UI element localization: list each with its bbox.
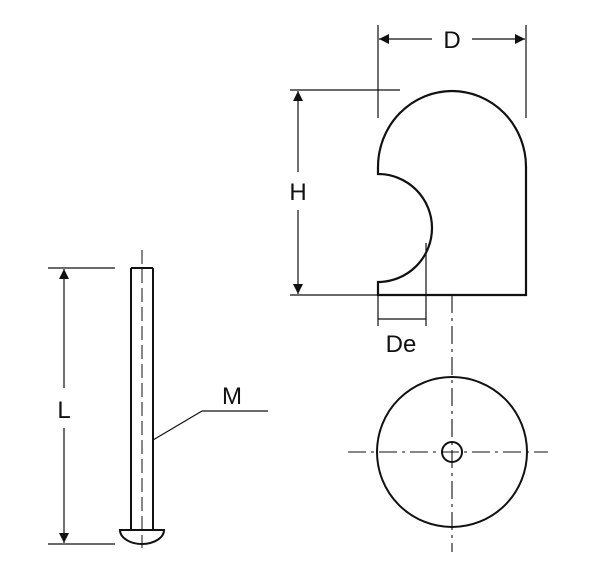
label-d: D: [443, 27, 460, 54]
label-l: L: [57, 397, 70, 424]
knob-side-view: [376, 89, 528, 297]
label-m: M: [222, 383, 242, 410]
dimension-de: [377, 243, 427, 326]
leader-line-m-diagonal: [152, 410, 203, 441]
dimension-h: [290, 89, 400, 296]
leader-m: [152, 410, 268, 441]
dimension-l: [48, 267, 115, 545]
screw-head: [118, 529, 166, 545]
knob-outline: [376, 89, 528, 297]
label-de: De: [386, 331, 417, 358]
knob-top-view: [348, 376, 548, 528]
dimension-d: [377, 25, 527, 118]
screw: [118, 250, 166, 548]
label-h: H: [289, 179, 306, 206]
